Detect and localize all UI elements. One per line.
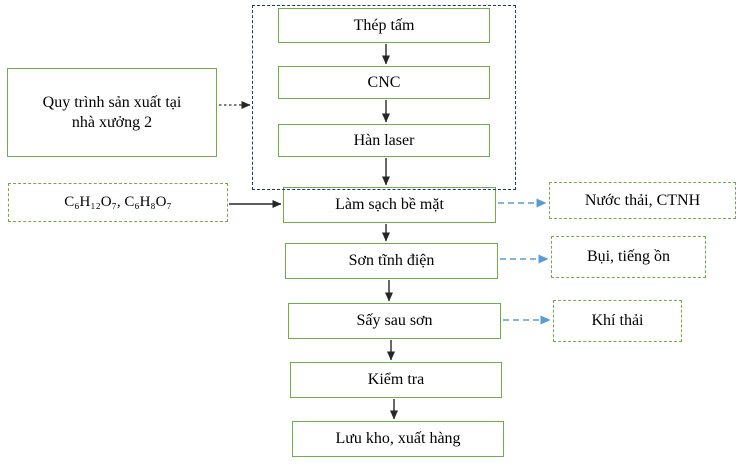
output-label: Nước thải, CTNH: [584, 191, 701, 209]
step-lam-sach-be-mat: Làm sạch bề mặt: [283, 187, 496, 223]
step-luu-kho-xuat-hang: Lưu kho, xuất hàng: [292, 421, 504, 457]
chemical-input-label: C₆H₁₂O₇, C₆H₈O₇: [64, 194, 172, 211]
step-son-tinh-dien: Sơn tĩnh điện: [285, 243, 498, 279]
step-label: CNC: [367, 73, 401, 91]
step-label: Sơn tĩnh điện: [348, 252, 435, 269]
chemical-input-box: C₆H₁₂O₇, C₆H₈O₇: [8, 183, 228, 222]
workshop-process-frame: [252, 5, 516, 190]
step-kiem-tra: Kiểm tra: [290, 362, 502, 398]
source-process-line1: Quy trình sản xuất tại: [42, 93, 182, 111]
step-label: Hàn laser: [353, 131, 415, 149]
step-thep-tam: Thép tấm: [278, 8, 490, 43]
output-khi-thai: Khí thải: [553, 300, 682, 342]
step-cnc: CNC: [278, 66, 490, 99]
step-label: Kiểm tra: [367, 371, 425, 388]
source-process-line2: nhà xưởng 2: [71, 113, 153, 131]
output-label: Bụi, tiếng ồn: [586, 248, 671, 265]
source-process-box: Quy trình sản xuất tại nhà xưởng 2: [7, 68, 217, 157]
source-process-label: Quy trình sản xuất tại nhà xưởng 2: [43, 93, 182, 133]
step-label: Lưu kho, xuất hàng: [335, 430, 461, 447]
step-han-laser: Hàn laser: [278, 124, 490, 157]
output-bui-tieng-on: Bụi, tiếng ồn: [551, 236, 706, 278]
output-nuoc-thai-ctnh: Nước thải, CTNH: [549, 182, 736, 219]
step-say-sau-son: Sấy sau sơn: [288, 303, 501, 339]
step-label: Sấy sau sơn: [356, 312, 433, 329]
step-label: Thép tấm: [353, 16, 415, 34]
output-label: Khí thải: [591, 312, 644, 329]
step-label: Làm sạch bề mặt: [335, 196, 444, 213]
